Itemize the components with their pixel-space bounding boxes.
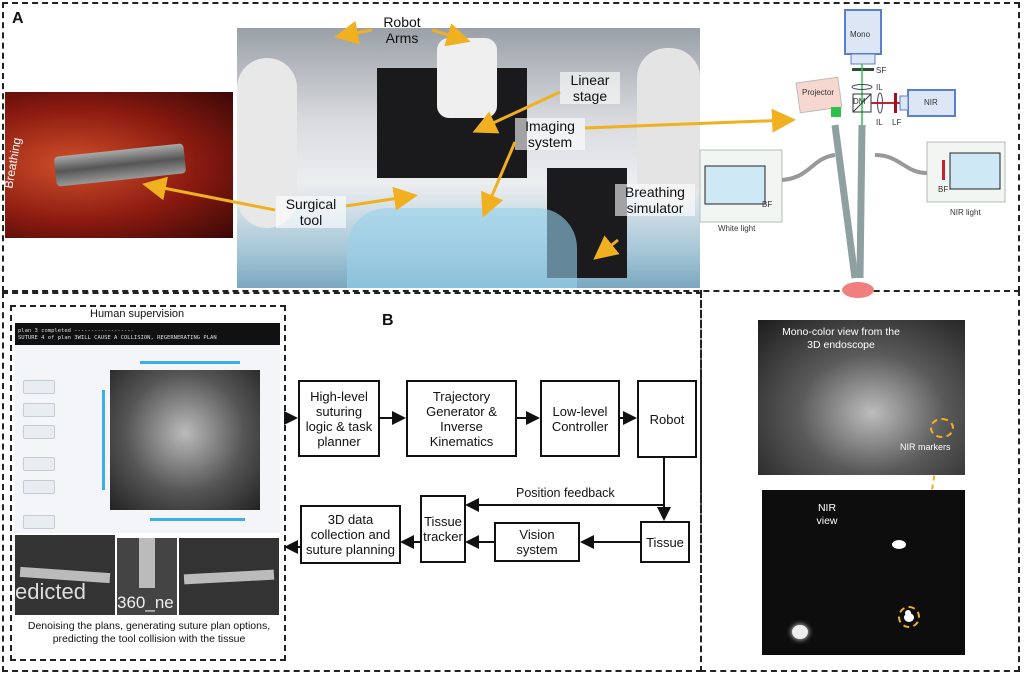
nir-camera-icon bbox=[907, 89, 956, 117]
il-bottom-label: IL bbox=[876, 118, 883, 127]
robot-block: Robot bbox=[637, 380, 697, 458]
white-light-label: White light bbox=[718, 224, 756, 233]
robot-setup-photo bbox=[237, 28, 700, 288]
mono-camera-icon bbox=[844, 9, 882, 55]
bottom-slider[interactable] bbox=[150, 518, 245, 521]
breathing-simulator-label: Breathing simulator bbox=[615, 184, 695, 216]
trajectory-generator-block: Trajectory Generator & Inverse Kinematic… bbox=[406, 380, 517, 457]
supervision-gui bbox=[15, 345, 280, 533]
panel-a-frame bbox=[2, 2, 1020, 292]
bf-left-label: BF bbox=[762, 200, 773, 209]
gui-button[interactable] bbox=[23, 480, 55, 494]
bf-right-label: BF bbox=[938, 185, 949, 194]
yellow-arrows bbox=[142, 20, 796, 260]
nir-markers-label: NIR markers bbox=[900, 442, 951, 452]
console-output: plan 3 completed ------------------ SUTU… bbox=[15, 323, 280, 345]
position-feedback-label: Position feedback bbox=[516, 486, 615, 500]
endoscope-gray-view bbox=[110, 370, 260, 510]
supervision-caption: Denoising the plans, generating suture p… bbox=[27, 620, 271, 645]
gui-button[interactable] bbox=[23, 403, 55, 417]
panel-a-label: A bbox=[12, 10, 24, 27]
human-supervision-frame bbox=[10, 305, 286, 661]
imaging-system-label: Imaging system bbox=[515, 118, 585, 150]
gui-button[interactable] bbox=[23, 515, 55, 529]
top-slider[interactable] bbox=[140, 361, 240, 364]
mono-color-view: Mono-color view from the 3D endoscope NI… bbox=[758, 320, 965, 475]
dm-label: DM bbox=[853, 97, 866, 106]
thumbnail-360: 360_ne bbox=[117, 538, 177, 615]
views-frame bbox=[700, 290, 1020, 672]
nir-light-label: NIR light bbox=[950, 208, 981, 217]
tissue-block: Tissue bbox=[640, 521, 690, 563]
gui-button[interactable] bbox=[23, 457, 55, 471]
vision-system-block: Vision system bbox=[494, 522, 580, 562]
projector-label: Projector bbox=[802, 88, 835, 97]
lf-label: LF bbox=[892, 118, 902, 127]
nir-label: NIR bbox=[924, 98, 938, 107]
nir-view: NIR view bbox=[762, 490, 965, 655]
panel-b-label: B bbox=[382, 312, 394, 329]
mono-label: Mono bbox=[850, 30, 871, 39]
vertical-slider[interactable] bbox=[102, 390, 105, 490]
low-level-controller-block: Low-level Controller bbox=[540, 380, 620, 457]
il-top-label: IL bbox=[876, 83, 883, 92]
gui-button[interactable] bbox=[23, 380, 55, 394]
sf-label: SF bbox=[876, 66, 887, 75]
block-arrows bbox=[284, 411, 671, 554]
gui-button[interactable] bbox=[23, 425, 55, 439]
linear-stage-label: Linear stage bbox=[560, 72, 620, 104]
tissue-tracker-block: Tissue tracker bbox=[420, 495, 466, 563]
thumbnail-plan bbox=[179, 538, 279, 615]
surgical-tool-label: Surgical tool bbox=[276, 196, 346, 228]
projector-icon bbox=[795, 76, 843, 114]
high-level-planner-block: High-level suturing logic & task planner bbox=[298, 380, 380, 457]
3d-data-collection-block: 3D data collection and suture planning bbox=[300, 505, 401, 564]
human-supervision-title: Human supervision bbox=[90, 308, 185, 320]
robot-arms-label: Robot Arms bbox=[383, 14, 421, 46]
endoscope-photo: Breathing bbox=[5, 92, 233, 238]
thumbnail-predicted: edicted bbox=[15, 535, 115, 615]
